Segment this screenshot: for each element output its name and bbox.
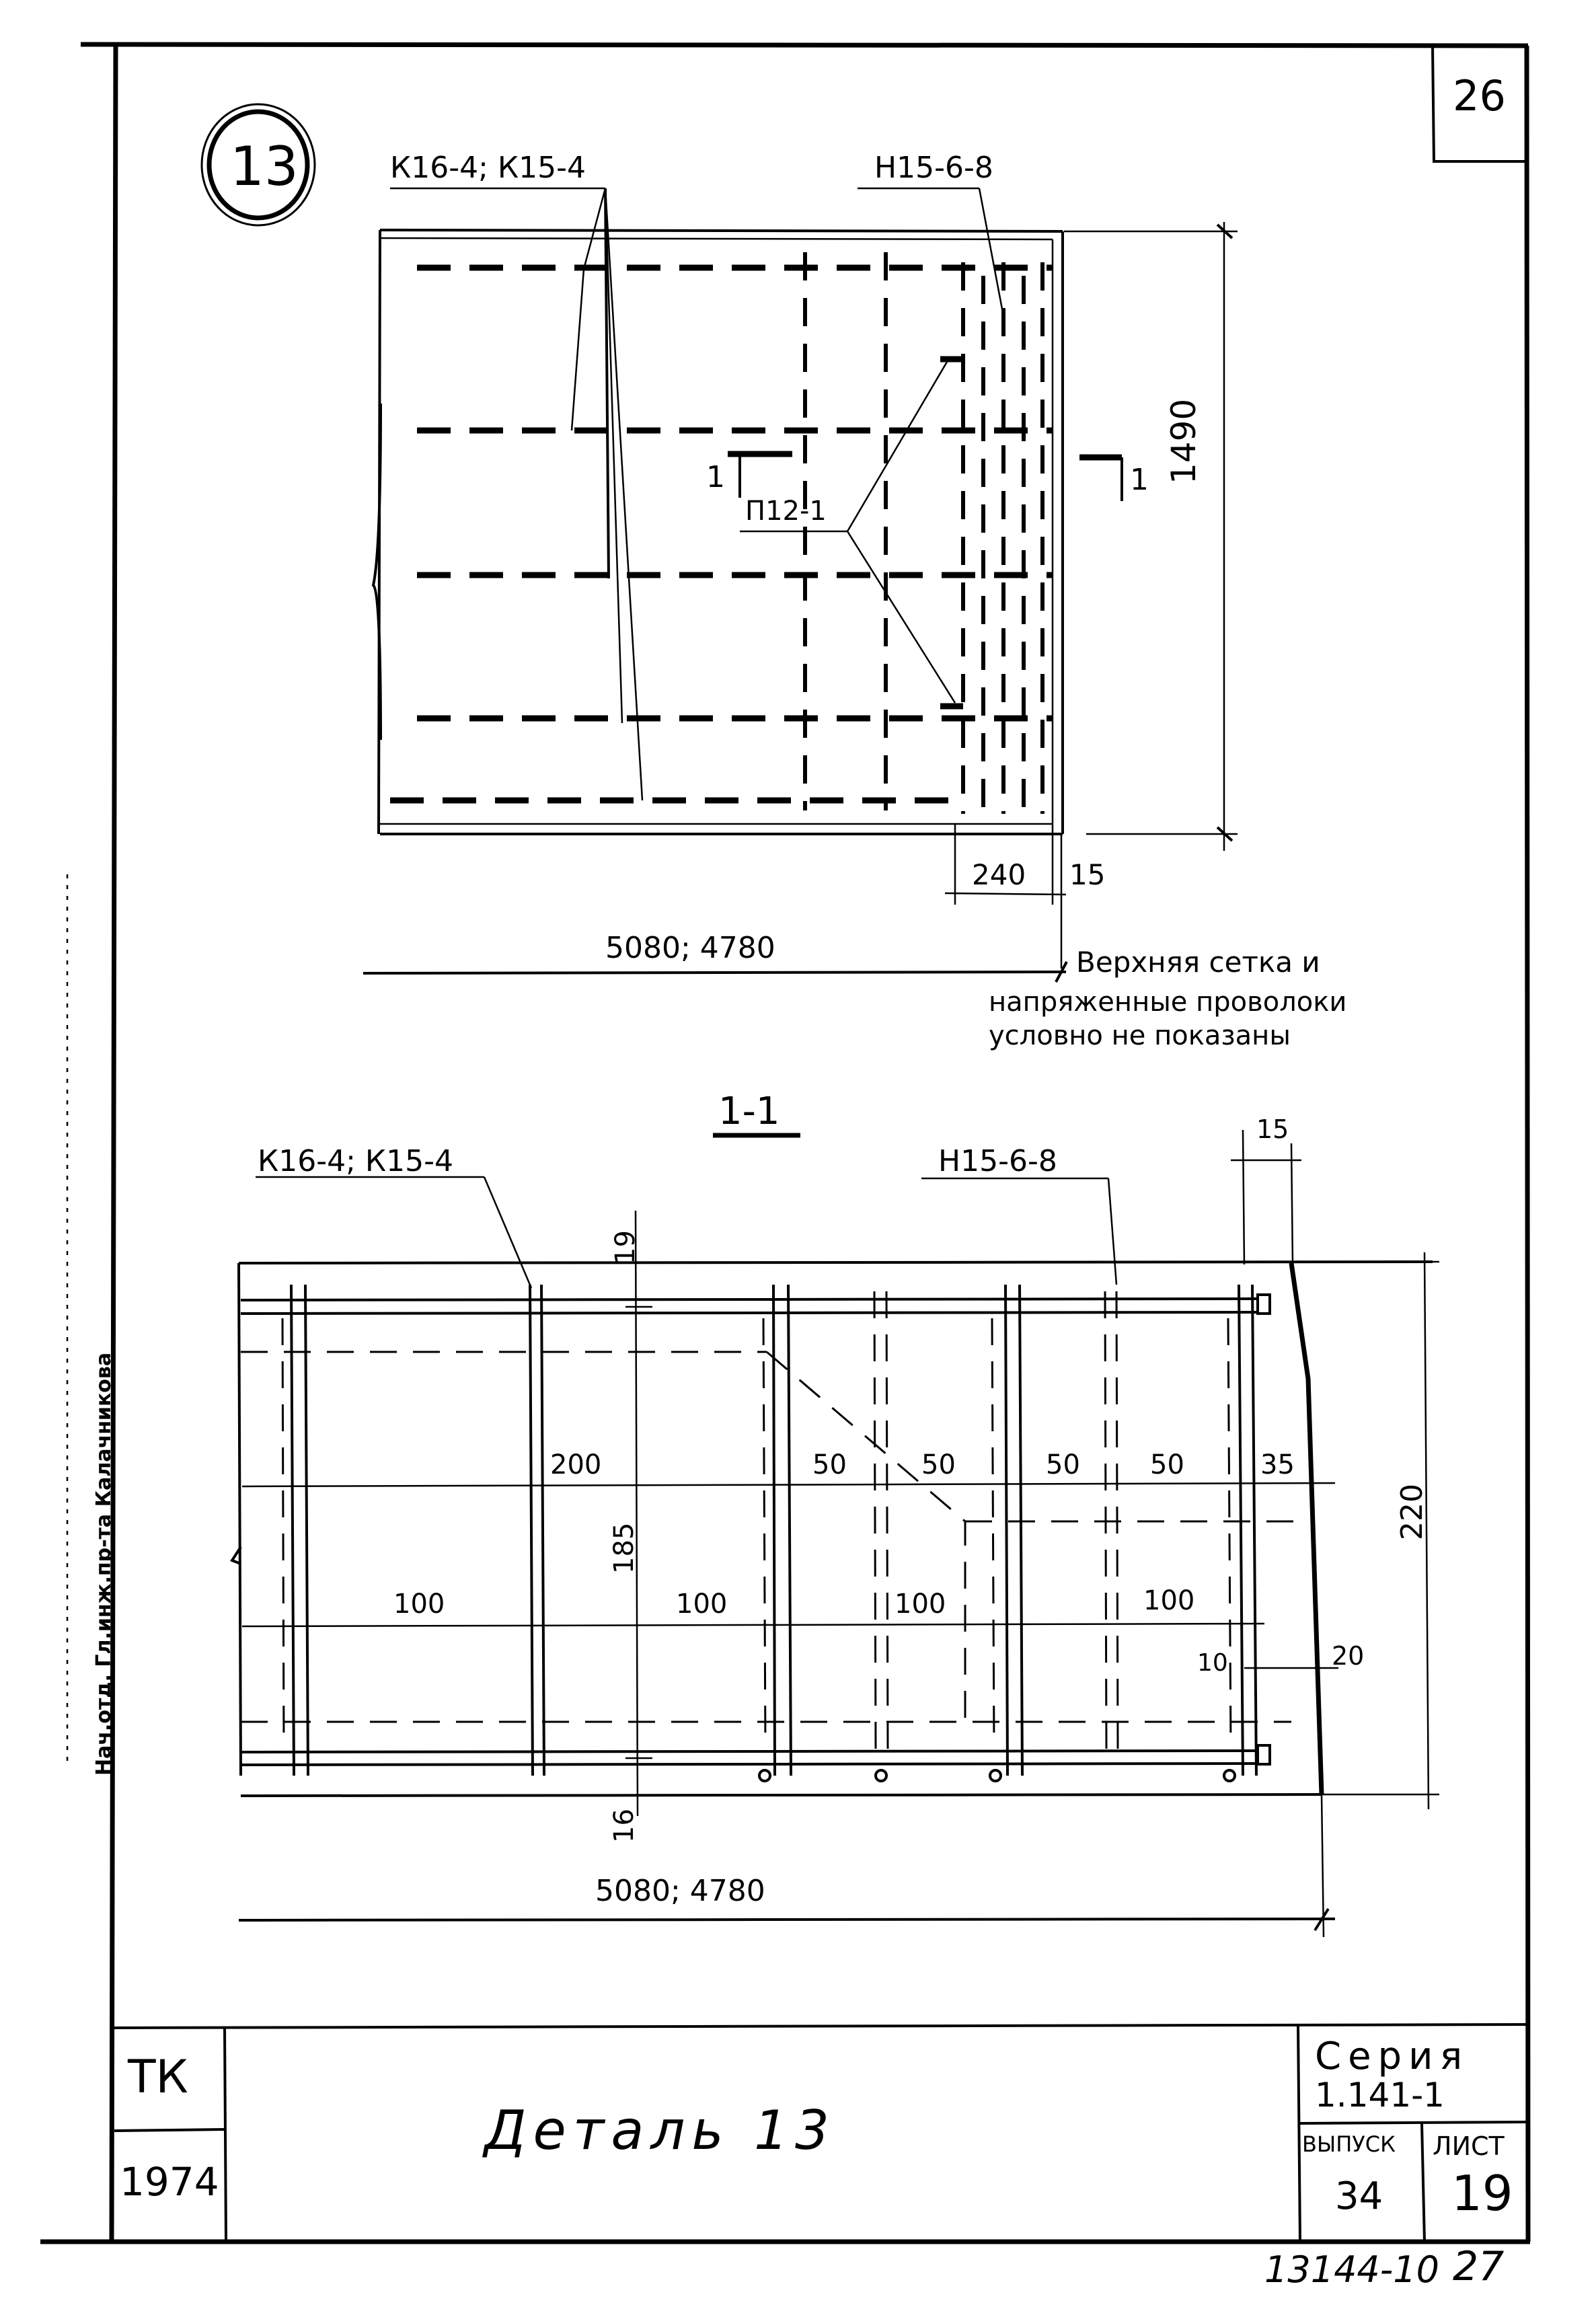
sheet-frame	[40, 42, 1531, 2244]
section-dim-20: 20	[1332, 1641, 1365, 1671]
section-dim-50-2: 50	[921, 1449, 956, 1480]
wire-circles	[758, 1769, 1236, 1782]
section-dim-10: 10	[1197, 1649, 1228, 1677]
corner-number-box	[1431, 45, 1527, 163]
section-dim-50-1: 50	[812, 1449, 847, 1480]
detail-marker-number: 13	[230, 135, 299, 198]
section-dim-19: 19	[610, 1230, 641, 1264]
section-dim-35: 35	[1260, 1449, 1295, 1480]
section-dim-185: 185	[609, 1522, 640, 1574]
plan-note-line2: напряженные проволоки	[989, 987, 1347, 1018]
plan-leader-mesh-label: Н15-6-8	[874, 151, 993, 185]
plan-dim-15: 15	[1069, 858, 1106, 891]
footer-page-number: 27	[1453, 2243, 1505, 2290]
section-dim-200: 200	[550, 1449, 602, 1480]
series-value: 1.141-1	[1315, 2076, 1445, 2115]
plan-dim-240: 240	[972, 858, 1026, 891]
footer-archive-number: 13144-10	[1264, 2248, 1439, 2291]
section-dim-100-4: 100	[1143, 1585, 1195, 1616]
section-dim-50-4: 50	[1150, 1449, 1184, 1480]
plan-note-line3: условно не показаны	[989, 1020, 1291, 1051]
issue-value: 34	[1335, 2174, 1383, 2218]
section-mark-right: 1	[1130, 463, 1149, 497]
section-dim-100-1: 100	[393, 1589, 445, 1620]
mesh-bars	[281, 1291, 1232, 1749]
section-view	[229, 1129, 1439, 1938]
side-stamp: Нач.отд. Гл.инж.пр-та Калачникова	[92, 1352, 116, 1776]
section-dim-top-15: 15	[1256, 1114, 1289, 1144]
plan-dim-length: 5080; 4780	[605, 931, 775, 965]
section-leader-mesh-label: Н15-6-8	[938, 1144, 1057, 1178]
title-block-org: ТК	[128, 2051, 188, 2104]
section-title: 1-1	[718, 1090, 780, 1133]
sheet-label: лист	[1433, 2131, 1505, 2161]
plan-dim-height: 1490	[1164, 398, 1203, 484]
section-dim-100-2: 100	[676, 1589, 728, 1620]
section-dim-100-3: 100	[895, 1589, 946, 1620]
section-dim-length: 5080; 4780	[595, 1874, 765, 1908]
section-dim-16: 16	[609, 1809, 640, 1843]
section-dim-220: 220	[1395, 1484, 1429, 1540]
plan-leader-loop-label: П12-1	[745, 496, 827, 527]
section-leader-cages-label: К16-4; К15-4	[258, 1144, 454, 1178]
plan-leader-cages-label: К16-4; К15-4	[390, 151, 586, 185]
section-dim-50-3: 50	[1046, 1449, 1080, 1480]
title-block-lines	[114, 2023, 1527, 2242]
section-mark-left: 1	[706, 460, 725, 494]
plan-note-line1: Верхняя сетка и	[1076, 946, 1320, 979]
title-block-title: Деталь 13	[484, 2099, 836, 2162]
plan-view	[363, 187, 1238, 983]
title-block-year: 1974	[120, 2159, 219, 2205]
detail-marker-circle	[200, 103, 316, 227]
sheet-value: 19	[1451, 2165, 1513, 2222]
cage-bars	[290, 1284, 1258, 1776]
corner-number: 26	[1453, 71, 1506, 120]
series-label: Серия	[1315, 2035, 1470, 2078]
issue-label: выпуск	[1302, 2131, 1396, 2157]
